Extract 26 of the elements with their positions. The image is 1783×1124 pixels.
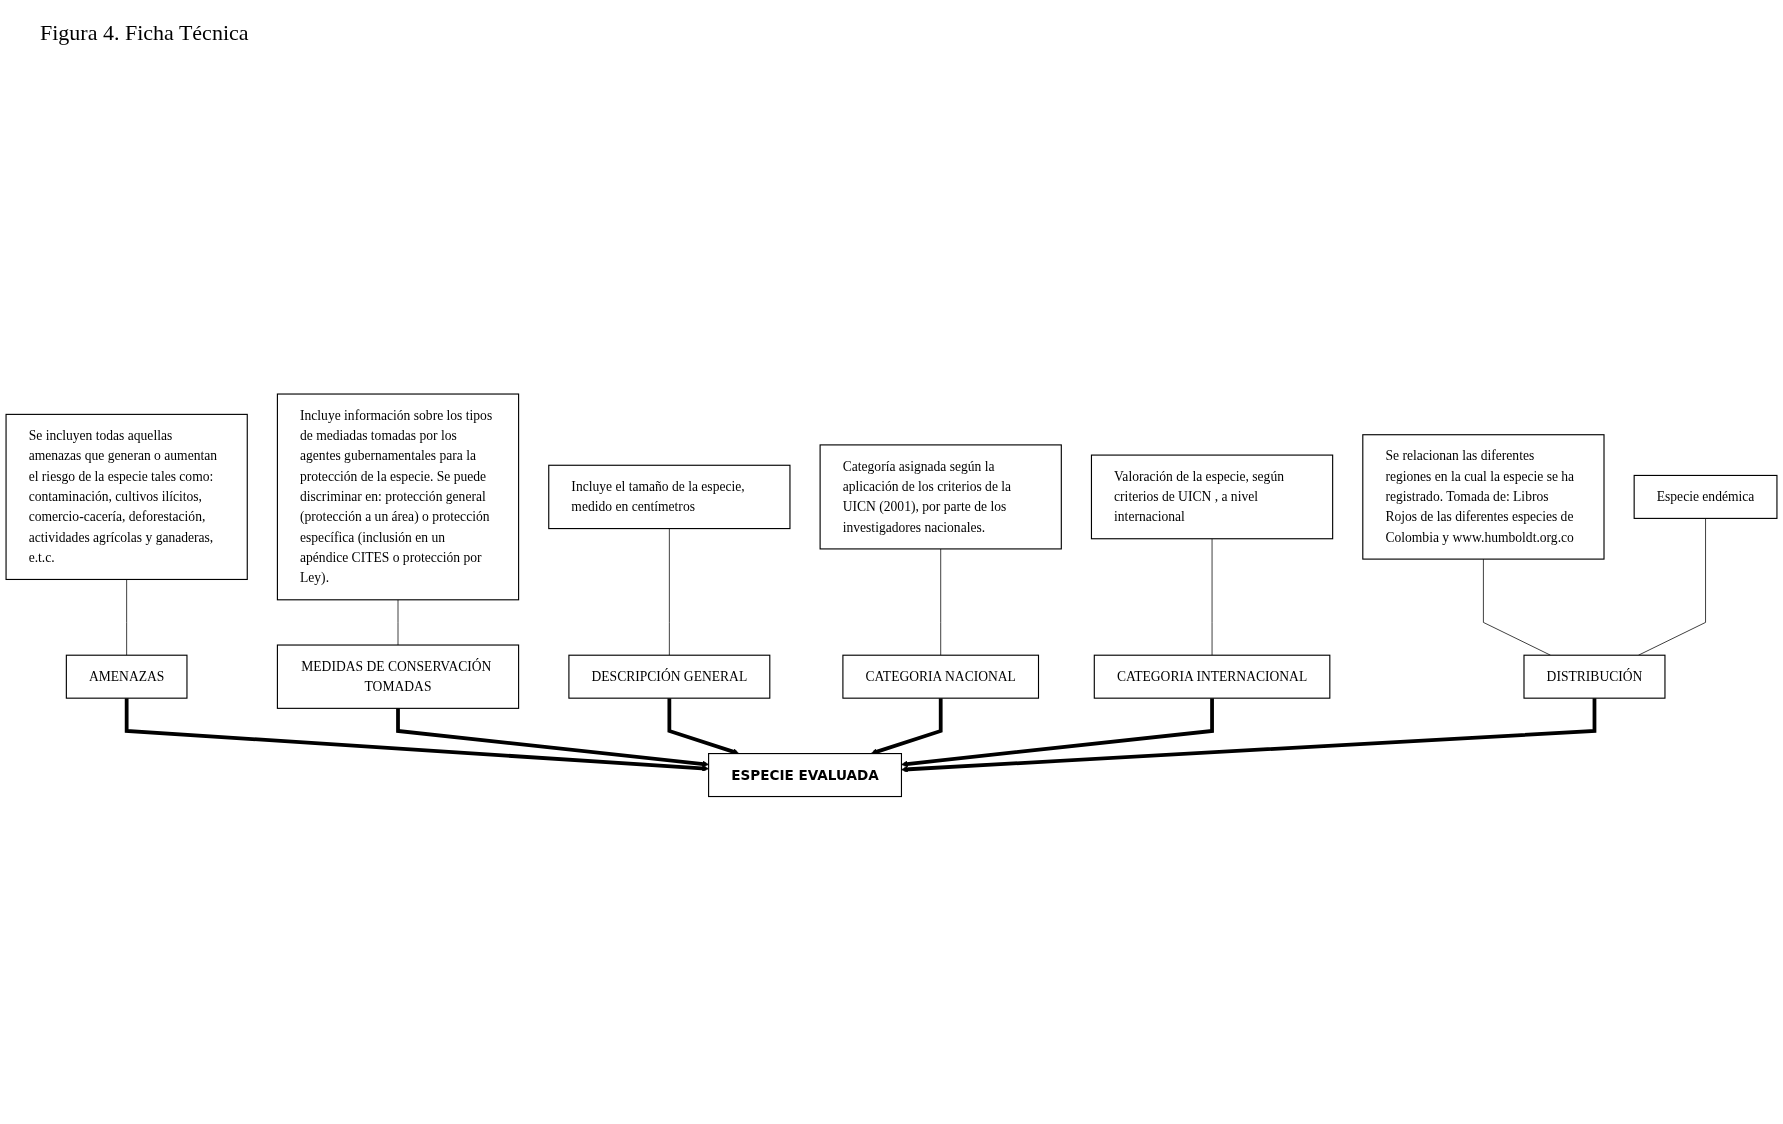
arrow bbox=[124, 697, 709, 772]
node-box: CATEGORIA INTERNACIONAL bbox=[1093, 654, 1331, 699]
node-box: Incluye el tamaño de la especie, medido en centímetros bbox=[548, 464, 791, 529]
node-box: DISTRIBUCIÓN bbox=[1523, 654, 1666, 699]
connector bbox=[669, 527, 670, 656]
node-box: Se incluyen todas aquellas amenazas que generan o aumentan el riesgo de la especie tales como: contaminación, cultivos ilícitos, comercio-cacería, deforestación, actividades agrícolas y ganaderas, e.t.c. bbox=[5, 413, 248, 580]
node-box: Categoría asignada según la aplicación de los criterios de la UICN (2001), por parte de los investigadores nacionales. bbox=[819, 444, 1062, 550]
connector bbox=[1211, 538, 1213, 656]
node-box: Incluye información sobre los tipos de mediadas tomadas por los agentes gubernamentales para la protección de la especie. Se puede discriminar en: protección general (protección a un área) o protección específica (inclusión en un apéndice CITES o protección por Ley). bbox=[276, 393, 520, 601]
node-box: CATEGORIA NACIONAL bbox=[842, 654, 1040, 699]
connector bbox=[940, 548, 942, 656]
arrow bbox=[901, 697, 1597, 773]
arrow bbox=[870, 697, 943, 755]
node-box: AMENAZAS bbox=[65, 654, 188, 699]
connector bbox=[397, 599, 399, 646]
arrow bbox=[396, 708, 709, 767]
node-box: ESPECIE EVALUADA bbox=[708, 752, 903, 797]
node-box: Especie endémica bbox=[1633, 474, 1778, 519]
node-box: DESCRIPCIÓN GENERAL bbox=[568, 654, 771, 699]
arrow bbox=[667, 697, 740, 755]
node-box: Se relacionan las diferentes regiones en la cual la especie se ha registrado. Tomada de: Libros Rojos de las diferentes especies de Colombia y www.humboldt.org.co bbox=[1362, 433, 1605, 560]
figure-title: Figura 4. Ficha Técnica bbox=[40, 20, 249, 46]
node-box: MEDIDAS DE CONSERVACIÓN TOMADAS bbox=[276, 644, 520, 709]
arrow bbox=[901, 697, 1214, 767]
connector bbox=[126, 578, 128, 656]
node-box: Valoración de la especie, según criterios de UICN , a nivel internacional bbox=[1090, 454, 1334, 540]
